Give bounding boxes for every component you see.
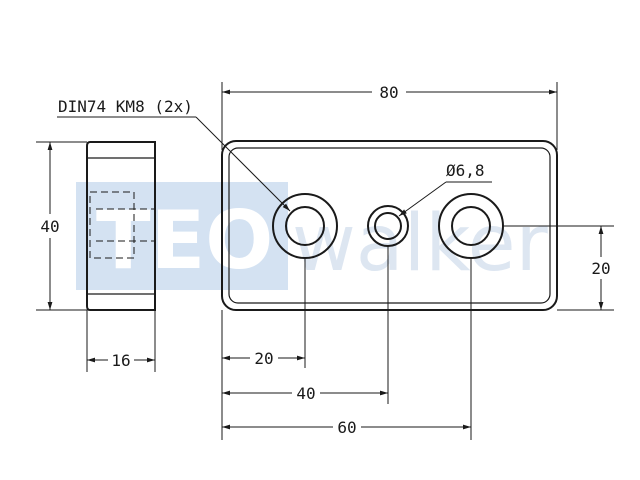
leader-line-dia [398, 181, 447, 217]
dim-40v-gap [38, 214, 62, 238]
dim-text-20-vertical: 20 [591, 259, 610, 278]
center-hole-inner [374, 212, 402, 240]
left-hole-inner [285, 206, 325, 246]
side-view-outline [86, 141, 156, 311]
dim-40h-gap [292, 384, 320, 402]
dim-text-diameter: Ø6,8 [446, 161, 485, 180]
dim-text-16: 16 [111, 351, 130, 370]
dim-16-gap [108, 351, 134, 369]
watermark-box [76, 182, 288, 290]
dim-text-40-vertical: 40 [40, 217, 59, 236]
dim-text-40: 40 [296, 384, 315, 403]
dim-80-gap [372, 83, 406, 101]
dim-text-80: 80 [379, 83, 398, 102]
dim-60-gap [333, 418, 361, 436]
dimensions [36, 82, 614, 440]
dim-20v-gap [588, 257, 614, 279]
label-din74: DIN74 KM8 (2x) [58, 97, 193, 116]
watermark-box-text: TEO [96, 194, 273, 287]
right-hole-inner [451, 206, 491, 246]
watermark: TEO walker [76, 182, 549, 290]
side-view [86, 141, 156, 311]
dim-text-60: 60 [337, 418, 356, 437]
dim-20h-gap [250, 349, 278, 367]
dim-text-20: 20 [254, 349, 273, 368]
leader-line-din74 [195, 116, 291, 212]
